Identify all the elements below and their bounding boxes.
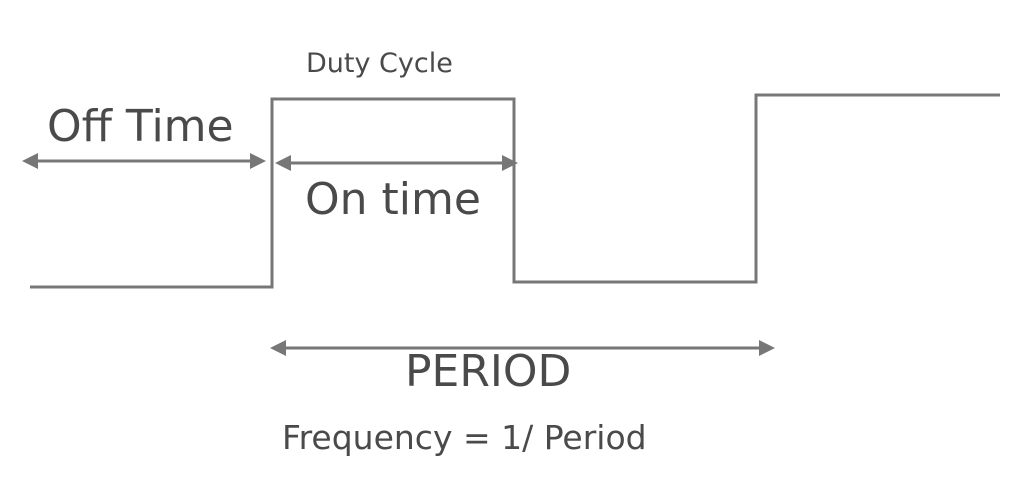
- arrow-right-head: [759, 340, 775, 356]
- frequency-formula-label: Frequency = 1/ Period: [282, 418, 647, 457]
- duty-cycle-label: Duty Cycle: [306, 48, 453, 79]
- off-time-arrow: [22, 153, 266, 169]
- period-arrow: [270, 340, 775, 356]
- pwm-waveform: [30, 93, 1000, 289]
- on-time-label: On time: [305, 174, 481, 225]
- off-time-label: Off Time: [47, 101, 234, 152]
- on-time-arrow: [275, 155, 518, 171]
- arrow-right-head: [250, 153, 266, 169]
- arrow-right-head: [502, 155, 518, 171]
- arrow-left-head: [22, 153, 38, 169]
- arrow-left-head: [275, 155, 291, 171]
- arrow-left-head: [270, 340, 286, 356]
- period-label: PERIOD: [405, 346, 571, 397]
